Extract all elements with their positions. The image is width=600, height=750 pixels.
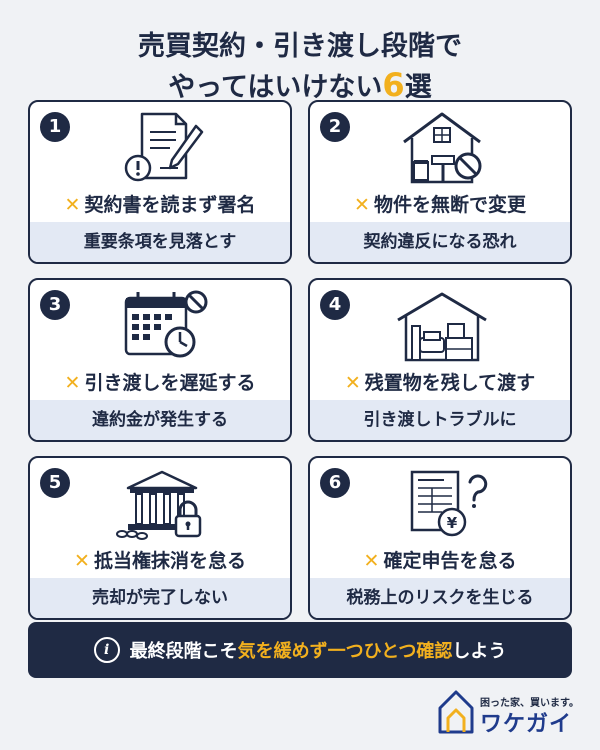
card-heading: ✕引き渡しを遅延する xyxy=(30,368,290,395)
card-2: 2 ✕物件を無断で変更 契約違反になる恐れ xyxy=(308,100,572,264)
cross-icon: ✕ xyxy=(363,550,380,572)
house-logo-icon xyxy=(438,690,474,734)
page-title: 売買契約・引き渡し段階で やってはいけない6選 xyxy=(0,28,600,107)
brand-logo: 困った家、買います。 ワケガイ xyxy=(436,686,579,742)
cross-icon: ✕ xyxy=(64,372,81,394)
title-line-2: やってはいけない6選 xyxy=(0,66,600,107)
card-consequence: 契約違反になる恐れ xyxy=(310,222,570,262)
card-number: 4 xyxy=(320,290,350,320)
title-line-1: 売買契約・引き渡し段階で xyxy=(138,31,462,62)
card-heading-text: 抵当権抹消を怠る xyxy=(93,550,246,572)
logo-tagline: 困った家、買います。 xyxy=(480,698,579,709)
card-consequence: 売却が完了しない xyxy=(30,578,290,618)
card-heading: ✕抵当権抹消を怠る xyxy=(30,546,290,573)
summary-banner: i 最終段階こそ気を緩めず一つひとつ確認しよう xyxy=(28,622,572,678)
title-line-2-post: 選 xyxy=(404,72,432,103)
card-heading-text: 契約書を読まず署名 xyxy=(84,194,256,216)
card-heading-text: 物件を無断で変更 xyxy=(373,194,526,216)
logo-brand-name: ワケガイ xyxy=(480,712,573,737)
card-number: 3 xyxy=(40,290,70,320)
card-consequence: 重要条項を見落とす xyxy=(30,222,290,262)
card-consequence: 税務上のリスクを生じる xyxy=(310,578,570,618)
card-heading: ✕契約書を読まず署名 xyxy=(30,190,290,217)
card-grid: 1 ✕契約書を読まず署名 重要条項を見落とす 2 xyxy=(28,100,572,620)
house-renovation-prohibited-icon xyxy=(403,112,482,184)
card-5: 5 ✕抵当権抹消を怠る 売却が完了しない xyxy=(28,456,292,620)
card-consequence: 違約金が発生する xyxy=(30,400,290,440)
svg-text:¥: ¥ xyxy=(447,514,458,532)
cross-icon: ✕ xyxy=(344,372,361,394)
house-leftover-furniture-icon xyxy=(397,292,487,362)
title-line-2-pre: やってはいけない xyxy=(168,72,383,103)
bank-padlock-chain-icon xyxy=(116,470,202,540)
card-heading-text: 残置物を残して渡す xyxy=(364,372,536,394)
card-number: 5 xyxy=(40,468,70,498)
banner-text-post: しよう xyxy=(452,641,507,662)
calendar-clock-icon xyxy=(124,290,208,358)
banner-text-highlight: 気を緩めず一つひとつ確認 xyxy=(237,641,453,662)
tax-form-yen-question-icon: ¥ xyxy=(410,470,488,537)
card-heading: ✕物件を無断で変更 xyxy=(310,190,570,217)
contract-pen-icon xyxy=(124,112,204,182)
title-number: 6 xyxy=(382,66,405,104)
card-number: 6 xyxy=(320,468,350,498)
card-1: 1 ✕契約書を読まず署名 重要条項を見落とす xyxy=(28,100,292,264)
cross-icon: ✕ xyxy=(74,550,90,572)
card-consequence: 引き渡しトラブルに xyxy=(310,400,570,440)
card-heading-text: 確定申告を怠る xyxy=(383,550,517,572)
card-heading: ✕残置物を残して渡す xyxy=(310,368,570,395)
banner-text-pre: 最終段階こそ xyxy=(129,641,238,662)
card-number: 1 xyxy=(40,112,70,142)
card-heading: ✕確定申告を怠る xyxy=(310,546,570,573)
card-6: 6 ¥ ✕確定申告を怠る 税務上のリスクを生じる xyxy=(308,456,572,620)
card-heading-text: 引き渡しを遅延する xyxy=(84,372,256,394)
card-4: 4 ✕残置物を残して渡す 引き渡しトラブルに xyxy=(308,278,572,442)
card-number: 2 xyxy=(320,112,350,142)
cross-icon: ✕ xyxy=(354,194,370,216)
card-3: 3 ✕引き渡しを遅延する 違約金が発生する xyxy=(28,278,292,442)
info-icon: i xyxy=(93,637,120,663)
cross-icon: ✕ xyxy=(64,194,81,216)
